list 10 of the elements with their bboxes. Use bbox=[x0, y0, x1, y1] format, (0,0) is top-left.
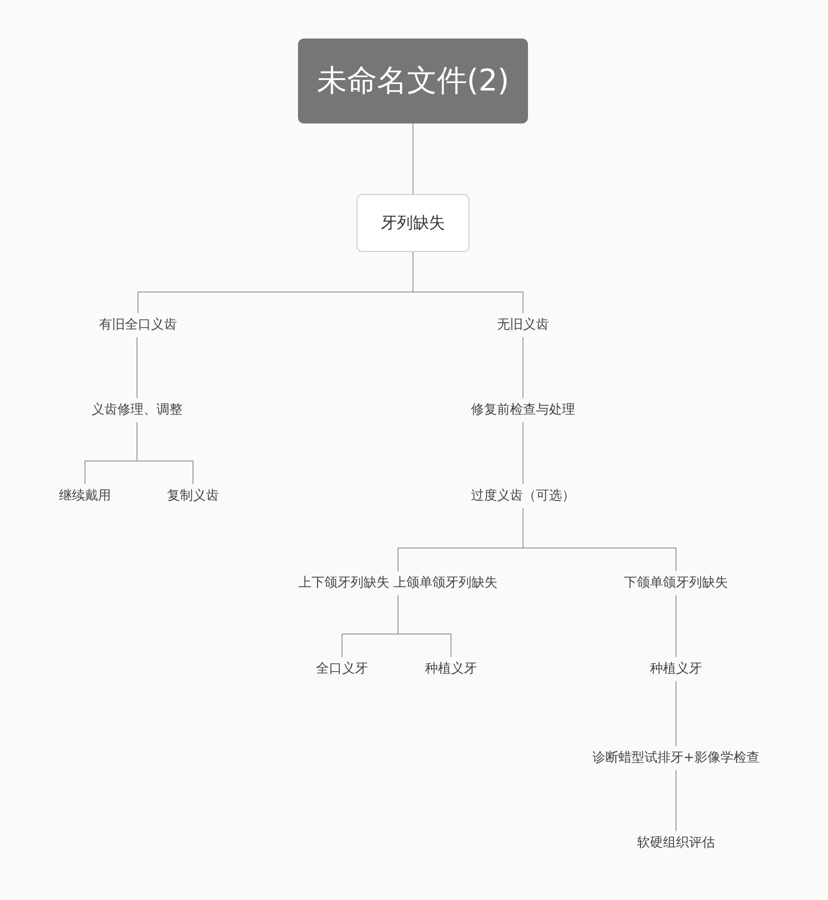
connector-line bbox=[412, 123, 414, 194]
connector-line bbox=[522, 336, 524, 399]
connector-line bbox=[522, 507, 676, 572]
connector-line bbox=[522, 421, 524, 485]
connector-line bbox=[136, 421, 194, 485]
root-topic-box: 未命名文件(2) bbox=[298, 38, 528, 124]
connector-line bbox=[136, 336, 138, 399]
connector-line bbox=[398, 594, 452, 658]
connector-line bbox=[412, 252, 524, 314]
topic-box: 牙列缺失 bbox=[356, 194, 470, 252]
